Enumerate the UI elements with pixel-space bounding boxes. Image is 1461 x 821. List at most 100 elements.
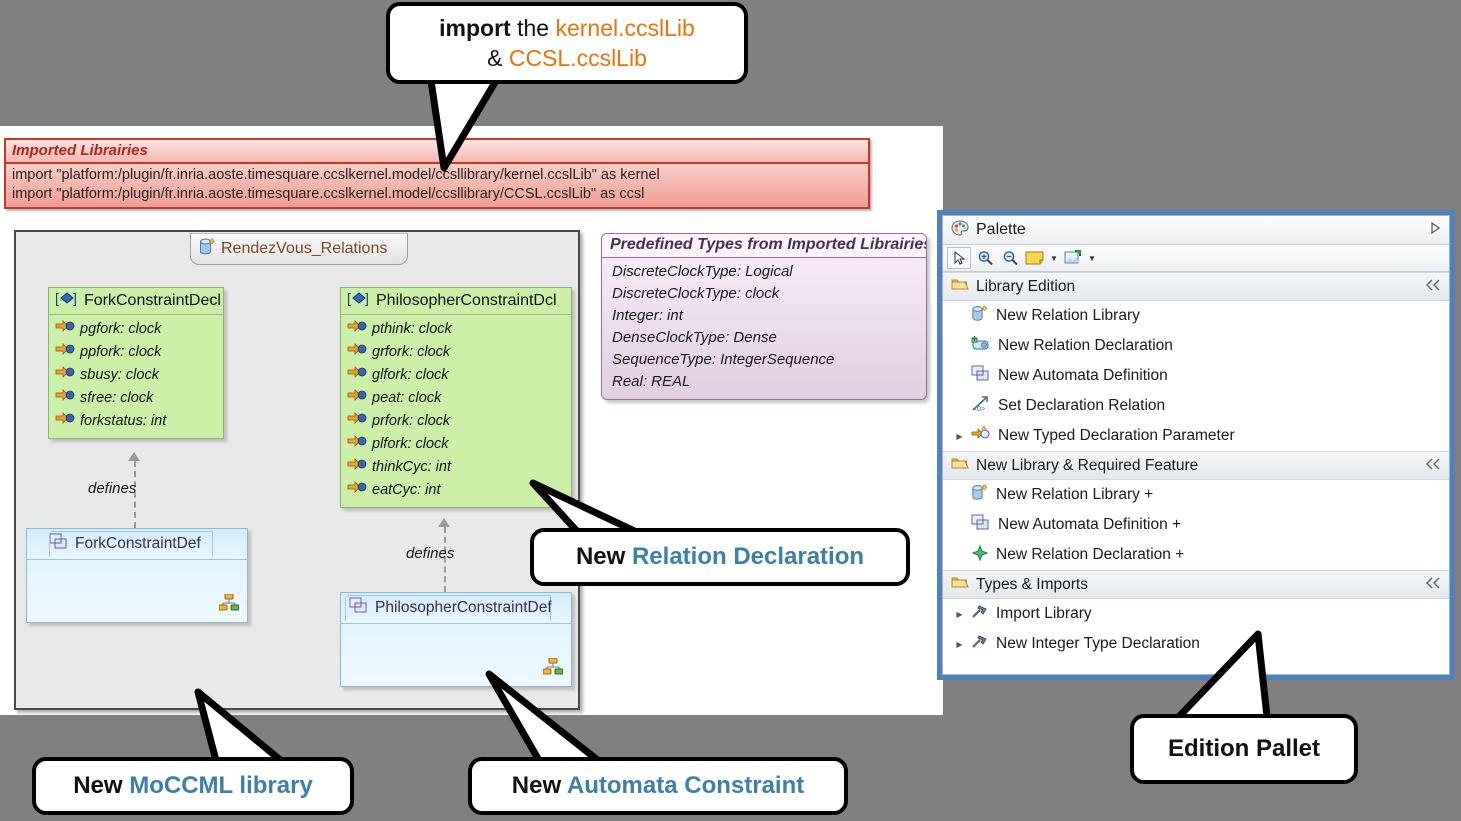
defines-arrow-philosopher: [438, 518, 450, 527]
defines-line-fork: [134, 461, 136, 528]
zoom-out-icon[interactable]: [999, 248, 1021, 268]
palette-item-label: New Relation Library: [996, 307, 1140, 324]
predefined-types-box[interactable]: Predefined Types from Imported Librairie…: [601, 233, 927, 400]
palette-item-label: New Integer Type Declaration: [996, 635, 1200, 652]
callout-plain-word: the: [510, 15, 556, 41]
class-box-philosopher-constraint-def[interactable]: PhilosopherConstraintDef: [340, 592, 572, 687]
chevron-down-icon[interactable]: ▼: [1050, 253, 1058, 263]
select-arrow-icon[interactable]: [947, 247, 971, 269]
palette-section-label: Library Edition: [976, 277, 1076, 295]
defines-label-philosopher: defines: [406, 545, 455, 562]
defines-arrow-fork: [128, 452, 140, 461]
class-box-body: [341, 624, 571, 686]
palette-item-new-integer-type-declaration[interactable]: ▶ New Integer Type Declaration: [943, 629, 1449, 659]
callout-new-moccml-library: New MoCCML library: [32, 757, 354, 815]
parameter-icon: [347, 433, 367, 456]
palette-section-label: New Library & Required Feature: [976, 456, 1199, 474]
callout-text: New MoCCML library: [59, 770, 327, 802]
svg-text:[: [: [347, 290, 351, 306]
collapse-icon[interactable]: [1425, 278, 1441, 296]
attribute-row: sfree: clock: [55, 387, 219, 410]
palette-item-label: New Automata Definition: [998, 367, 1168, 384]
callout-accent: Automata Constraint: [566, 772, 805, 799]
class-box-body: [27, 560, 247, 622]
attribute-label: eatCyc: int: [372, 482, 441, 498]
predefined-types-list: DiscreteClockType: Logical DiscreteClock…: [602, 258, 926, 399]
callout-text: New Relation Declaration: [562, 541, 878, 573]
zoom-in-icon[interactable]: [974, 248, 996, 268]
attribute-label: ppfork: clock: [80, 344, 162, 360]
palette-icon: [951, 219, 969, 241]
expand-triangle-icon[interactable]: ▶: [956, 609, 963, 619]
parameter-icon: [55, 318, 75, 341]
expand-triangle-icon[interactable]: ▶: [956, 639, 963, 649]
attribute-list: pthink: clock grfork: clock glfork: cloc…: [341, 315, 571, 507]
callout-prefix: New: [73, 772, 130, 799]
palette-section-library-edition[interactable]: Library Edition: [943, 272, 1449, 301]
callout-prefix: New: [511, 772, 567, 799]
collapse-icon[interactable]: [1425, 576, 1441, 594]
relation-library-icon: [199, 238, 216, 261]
callout-import-libraries: import the kernel.ccslLib & CCSL.ccslLib: [386, 2, 748, 84]
palette-item-label: New Automata Definition +: [998, 516, 1182, 533]
callout-edition-pallet: Edition Pallet: [1130, 714, 1358, 784]
palette-section-new-library-required-feature[interactable]: New Library & Required Feature: [943, 451, 1449, 480]
attribute-row: pgfork: clock: [55, 318, 219, 341]
header-tab-shape: [345, 595, 551, 621]
callout-tail-automata-constraint: [485, 670, 604, 766]
attribute-list: pgfork: clock ppfork: clock sbusy: clock…: [49, 315, 223, 438]
attribute-row: grfork: clock: [347, 341, 567, 364]
palette-item-new-automata-definition-plus[interactable]: ▶ New Automata Definition +: [943, 510, 1449, 540]
triangle-right-icon[interactable]: [1429, 221, 1441, 240]
folder-open-icon: [951, 575, 969, 594]
diagram-tab-rendezvous-relations[interactable]: RendezVous_Relations: [190, 233, 408, 265]
callout-text: import the kernel.ccslLib & CCSL.ccslLib: [425, 13, 709, 73]
palette-item-new-relation-declaration-plus[interactable]: ▶ New Relation Declaration +: [943, 540, 1449, 570]
attribute-label: prfork: clock: [372, 413, 451, 429]
hierarchy-icon: [542, 657, 564, 680]
chevron-down-icon[interactable]: ▼: [1088, 253, 1096, 263]
palette-item-new-relation-library-plus[interactable]: ▶ New Relation Library +: [943, 480, 1449, 510]
hierarchy-icon: [218, 593, 240, 616]
class-name: PhilosopherConstraintDcl: [376, 291, 557, 309]
attribute-row: glfork: clock: [347, 364, 567, 387]
note-icon[interactable]: [1024, 248, 1046, 268]
attribute-row: peat: clock: [347, 387, 567, 410]
attribute-label: glfork: clock: [372, 367, 449, 383]
palette-item-set-declaration-relation[interactable]: ▶ <0> Set Declaration Relation: [943, 391, 1449, 421]
callout-new-automata-constraint: New Automata Constraint: [468, 757, 848, 815]
palette-item-new-relation-library[interactable]: ▶ New Relation Library: [943, 301, 1449, 331]
diamond-bracket-icon: [ ]: [347, 290, 371, 311]
typed-parameter-icon: [971, 425, 991, 448]
class-box-fork-constraint-def[interactable]: ForkConstraintDef: [26, 528, 248, 623]
palette-panel: Palette ▼: [937, 210, 1455, 680]
callout-new-relation-declaration: New Relation Declaration: [530, 528, 910, 586]
import-statement: import "platform:/plugin/fr.inria.aoste.…: [12, 167, 660, 183]
class-name: ForkConstraintDecl: [84, 291, 221, 309]
palette-item-new-relation-declaration[interactable]: ▶ New Relation Declaration: [943, 331, 1449, 361]
attribute-row: eatCyc: int: [347, 479, 567, 502]
palette-item-new-typed-declaration-parameter[interactable]: ▶ New Typed Declaration Parameter: [943, 421, 1449, 451]
palette-item-label: Set Declaration Relation: [998, 397, 1166, 414]
class-box-fork-constraint-decl[interactable]: [ ] ForkConstraintDecl pgfork: clock: [48, 287, 224, 439]
callout-accent-word: CCSL.ccslLib: [508, 45, 647, 71]
palette-item-import-library[interactable]: ▶ Import Library: [943, 599, 1449, 629]
parameter-icon: [55, 387, 75, 410]
class-name: ForkConstraintDef: [75, 535, 201, 552]
svg-text:<0>: <0>: [973, 406, 985, 413]
parameter-icon: [55, 341, 75, 364]
palette-section-types-imports[interactable]: Types & Imports: [943, 570, 1449, 599]
expand-triangle-icon[interactable]: ▶: [956, 431, 963, 441]
automata-definition-icon: [971, 514, 991, 537]
parameter-icon: [347, 479, 367, 502]
palette-item-new-automata-definition[interactable]: ▶ New Automata Definition: [943, 361, 1449, 391]
callout-accent: Relation Declaration: [631, 543, 865, 570]
palette-item-label: Import Library: [996, 605, 1092, 622]
predefined-type-row: Real: REAL: [612, 373, 691, 390]
class-box-philosopher-constraint-dcl[interactable]: [ ] PhilosopherConstraintDcl pthink: clo…: [340, 287, 572, 508]
palette-item-label: New Relation Declaration: [998, 337, 1173, 354]
predefined-type-row: DenseClockType: Dense: [612, 329, 777, 346]
note-attachment-icon[interactable]: [1062, 248, 1084, 268]
collapse-icon[interactable]: [1425, 457, 1441, 475]
class-box-header: [ ] ForkConstraintDecl: [49, 288, 223, 315]
